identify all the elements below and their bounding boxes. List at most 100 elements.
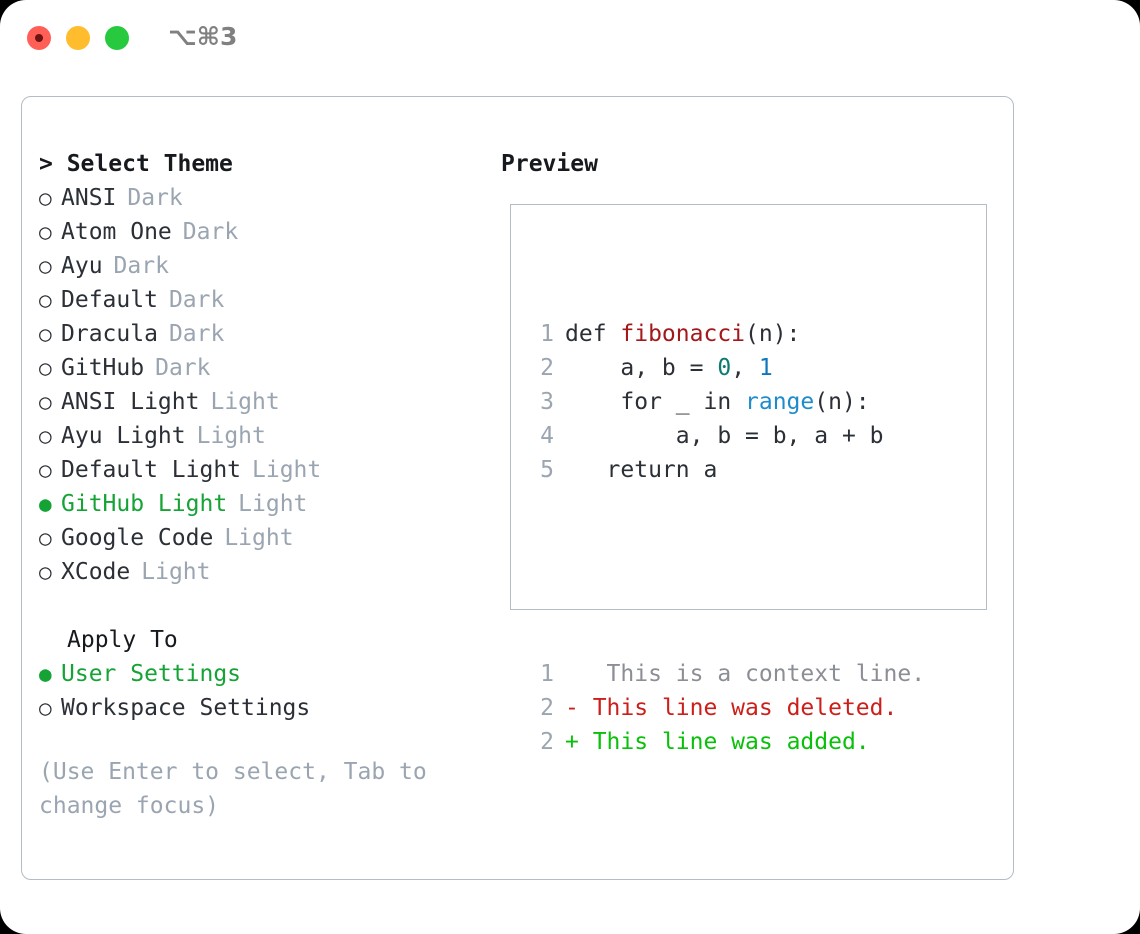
radio-unselected-icon: ○	[39, 696, 52, 720]
code-token-plain: return a	[565, 457, 718, 483]
apply-to-list: ● User Settings ○ Workspace Settings	[39, 657, 479, 725]
code-token-num0: 0	[717, 355, 732, 381]
theme-name-label: Google Code	[61, 525, 214, 551]
maximize-window-button[interactable]	[105, 26, 129, 50]
line-number: 2	[540, 355, 554, 381]
radio-unselected-icon: ○	[39, 356, 52, 380]
code-token-plain: def	[565, 321, 621, 347]
apply-to-heading: Apply To	[67, 627, 178, 653]
apply-to-label: Workspace Settings	[61, 695, 311, 721]
traffic-lights	[27, 26, 129, 50]
theme-list-item[interactable]: ○ Default Dark	[39, 283, 479, 317]
line-number: 4	[540, 423, 554, 449]
radio-unselected-icon: ○	[39, 458, 52, 482]
radio-selected-icon: ●	[39, 662, 52, 686]
theme-list-item[interactable]: ○ XCode Light	[39, 555, 479, 589]
code-line-text: def fibonacci(n):	[554, 317, 800, 351]
theme-variant-badge: Dark	[168, 287, 225, 313]
diff-sign: +	[565, 729, 579, 755]
code-token-plain: a, b =	[565, 355, 718, 381]
title-bar: ⌥⌘3	[0, 0, 1140, 76]
line-number: 3	[540, 389, 554, 415]
minimize-window-button[interactable]	[66, 26, 90, 50]
diff-text: This line was deleted.	[578, 695, 898, 721]
theme-list-item[interactable]: ○ Dracula Dark	[39, 317, 479, 351]
code-line: 2 a, b = 0, 1	[530, 351, 925, 385]
keyboard-hint-text: (Use Enter to select, Tab to change focu…	[39, 759, 427, 819]
theme-name-label: GitHub	[61, 355, 145, 381]
theme-variant-badge: Light	[238, 491, 308, 517]
line-number: 2	[540, 729, 554, 755]
code-line-text: return a	[554, 453, 718, 487]
line-number: 1	[540, 661, 554, 687]
theme-name-label: Atom One	[61, 219, 172, 245]
theme-variant-badge: Light	[210, 389, 280, 415]
close-window-button[interactable]	[27, 26, 51, 50]
code-token-plain: (n):	[745, 321, 801, 347]
diff-sign	[565, 661, 579, 687]
diff-text: This line was added.	[578, 729, 870, 755]
code-token-plain: a, b = b, a + b	[565, 423, 884, 449]
theme-variant-badge: Light	[224, 525, 294, 551]
theme-name-label: GitHub Light	[61, 491, 228, 517]
code-line-text: a, b = b, a + b	[554, 419, 884, 453]
theme-name-label: XCode	[61, 559, 131, 585]
radio-unselected-icon: ○	[39, 186, 52, 210]
code-line-text: a, b = 0, 1	[554, 351, 772, 385]
section-spacer	[39, 589, 479, 623]
theme-variant-badge: Dark	[155, 355, 211, 381]
diff-line-text: This is a context line.	[554, 657, 926, 691]
diff-line-added: 2+ This line was added.	[530, 725, 925, 759]
apply-to-list-item[interactable]: ● User Settings	[39, 657, 479, 691]
focus-caret-icon: >	[39, 151, 67, 177]
diff-sign: -	[565, 695, 579, 721]
theme-name-label: Default	[61, 287, 158, 313]
radio-unselected-icon: ○	[39, 424, 52, 448]
preview-heading: Preview	[501, 151, 598, 177]
code-token-fn: fibonacci	[620, 321, 746, 347]
radio-unselected-icon: ○	[39, 560, 52, 584]
theme-list-item[interactable]: ○ Google Code Light	[39, 521, 479, 555]
line-number: 2	[540, 695, 554, 721]
radio-unselected-icon: ○	[39, 526, 52, 550]
select-theme-title: Select Theme	[66, 151, 233, 177]
theme-list-item[interactable]: ● GitHub Light Light	[39, 487, 479, 521]
radio-selected-icon: ●	[39, 492, 52, 516]
code-line-text: for _ in range(n):	[554, 385, 870, 419]
keyboard-shortcut-label: ⌥⌘3	[168, 22, 238, 51]
code-line: 4 a, b = b, a + b	[530, 419, 925, 453]
diff-line-deleted: 2- This line was deleted.	[530, 691, 925, 725]
radio-unselected-icon: ○	[39, 288, 52, 312]
theme-variant-badge: Light	[196, 423, 266, 449]
theme-name-label: Default Light	[61, 457, 242, 483]
code-token-plain: (n):	[814, 389, 870, 415]
radio-unselected-icon: ○	[39, 254, 52, 278]
apply-to-label: User Settings	[61, 661, 242, 687]
theme-list-item[interactable]: ○ GitHub Dark	[39, 351, 479, 385]
code-token-plain: for _ in	[565, 389, 746, 415]
line-number: 1	[540, 321, 554, 347]
apply-to-list-item[interactable]: ○ Workspace Settings	[39, 691, 479, 725]
diff-text: This is a context line.	[578, 661, 926, 687]
diff-line-text: + This line was added.	[554, 725, 870, 759]
theme-name-label: ANSI Light	[61, 389, 200, 415]
preview-column: Preview	[501, 147, 1001, 181]
code-token-plain: ,	[731, 355, 759, 381]
theme-variant-badge: Light	[141, 559, 211, 585]
radio-unselected-icon: ○	[39, 322, 52, 346]
code-line: 3 for _ in range(n):	[530, 385, 925, 419]
theme-variant-badge: Dark	[168, 321, 225, 347]
theme-name-label: Dracula	[61, 321, 158, 347]
